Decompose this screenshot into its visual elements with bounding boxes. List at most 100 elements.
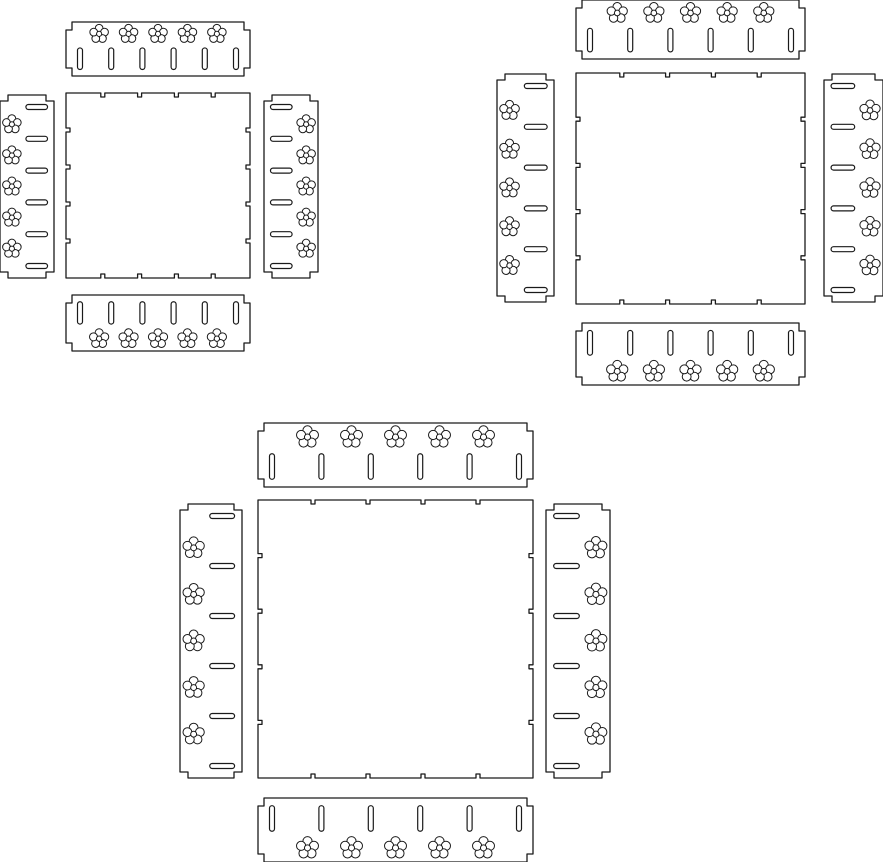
flower-center bbox=[213, 30, 220, 37]
flower-motif bbox=[584, 722, 608, 745]
flower-center bbox=[723, 9, 731, 17]
flower-motif bbox=[148, 23, 168, 43]
flower-motif bbox=[147, 328, 169, 348]
flower-motif bbox=[296, 207, 316, 227]
flower-motif bbox=[584, 536, 608, 559]
slot bbox=[553, 562, 580, 570]
set-1-side-panel-bottom bbox=[65, 294, 251, 352]
slot bbox=[318, 805, 325, 832]
flower-motif bbox=[89, 23, 109, 43]
flower-motif bbox=[182, 722, 205, 745]
flower-center bbox=[506, 262, 513, 269]
flower-center bbox=[479, 433, 488, 441]
flower-motif bbox=[384, 836, 407, 859]
flower-center bbox=[154, 335, 162, 342]
slot bbox=[209, 762, 236, 770]
slot bbox=[269, 262, 293, 270]
slot bbox=[523, 286, 548, 294]
slot bbox=[523, 82, 548, 90]
flower-center bbox=[125, 30, 132, 37]
flower-motif bbox=[177, 23, 198, 43]
flower-motif bbox=[642, 359, 666, 382]
slot bbox=[830, 164, 856, 171]
panel-outline bbox=[257, 422, 534, 488]
flower-center bbox=[213, 335, 221, 342]
slot bbox=[553, 712, 580, 720]
slot bbox=[25, 135, 49, 142]
slot bbox=[830, 82, 856, 90]
slot bbox=[269, 231, 293, 238]
slot bbox=[523, 246, 548, 253]
slot bbox=[209, 712, 236, 720]
set-3-base-panel bbox=[257, 499, 534, 779]
flower-motif bbox=[606, 359, 629, 382]
flower-motif bbox=[752, 359, 775, 382]
slot bbox=[269, 167, 293, 174]
flower-center bbox=[8, 121, 15, 128]
flower-motif bbox=[499, 138, 520, 159]
slot bbox=[108, 301, 115, 325]
flower-center bbox=[760, 367, 768, 375]
slot bbox=[108, 47, 115, 71]
slot bbox=[25, 167, 49, 174]
flower-center bbox=[96, 30, 103, 37]
flower-motif bbox=[716, 2, 738, 23]
slot bbox=[139, 47, 146, 71]
flower-center bbox=[866, 107, 874, 114]
flower-motif bbox=[296, 238, 316, 258]
flower-motif bbox=[177, 328, 198, 348]
panel-outline bbox=[496, 73, 555, 303]
panel-outline bbox=[257, 797, 534, 862]
slot bbox=[417, 805, 424, 832]
flower-center bbox=[347, 433, 356, 441]
slot bbox=[466, 805, 473, 832]
flower-motif bbox=[182, 582, 205, 605]
flower-center bbox=[303, 245, 310, 252]
slot bbox=[209, 662, 236, 670]
flower-center bbox=[866, 145, 874, 153]
flower-center bbox=[723, 367, 731, 375]
flower-motif bbox=[182, 629, 205, 652]
slot bbox=[170, 47, 177, 71]
flower-center bbox=[154, 30, 162, 37]
flower-center bbox=[184, 335, 191, 342]
set-1-base-panel bbox=[65, 92, 251, 279]
flower-motif bbox=[340, 425, 363, 448]
flower-motif bbox=[296, 176, 316, 196]
flower-motif bbox=[859, 99, 881, 121]
slot bbox=[367, 805, 374, 832]
flower-motif bbox=[584, 582, 608, 605]
slot bbox=[523, 205, 548, 212]
flower-motif bbox=[859, 254, 881, 276]
flower-motif bbox=[859, 177, 881, 198]
set-3-side-panel-left bbox=[179, 503, 243, 779]
set-2-base-panel bbox=[575, 72, 806, 305]
flower-center bbox=[866, 223, 874, 231]
flower-center bbox=[391, 433, 400, 441]
flower-center bbox=[592, 684, 600, 692]
slot bbox=[269, 135, 293, 142]
base-panel bbox=[257, 499, 534, 779]
flower-center bbox=[8, 183, 15, 190]
slot bbox=[25, 103, 49, 111]
flower-center bbox=[435, 844, 444, 852]
flower-motif bbox=[206, 328, 227, 348]
flower-motif bbox=[296, 114, 316, 134]
slot bbox=[417, 453, 424, 480]
slot bbox=[209, 562, 236, 570]
slot bbox=[553, 662, 580, 670]
flower-center bbox=[190, 730, 198, 738]
flower-center bbox=[190, 684, 198, 692]
set-1-side-panel-right bbox=[263, 94, 319, 279]
flower-center bbox=[592, 637, 600, 645]
set-2-side-panel-bottom bbox=[575, 322, 806, 386]
slot bbox=[76, 301, 84, 325]
flower-center bbox=[347, 844, 356, 852]
slot bbox=[667, 27, 674, 53]
slot bbox=[707, 27, 714, 53]
flower-motif bbox=[428, 836, 451, 859]
slot bbox=[170, 301, 177, 325]
flower-center bbox=[8, 245, 15, 252]
flower-center bbox=[650, 9, 658, 17]
